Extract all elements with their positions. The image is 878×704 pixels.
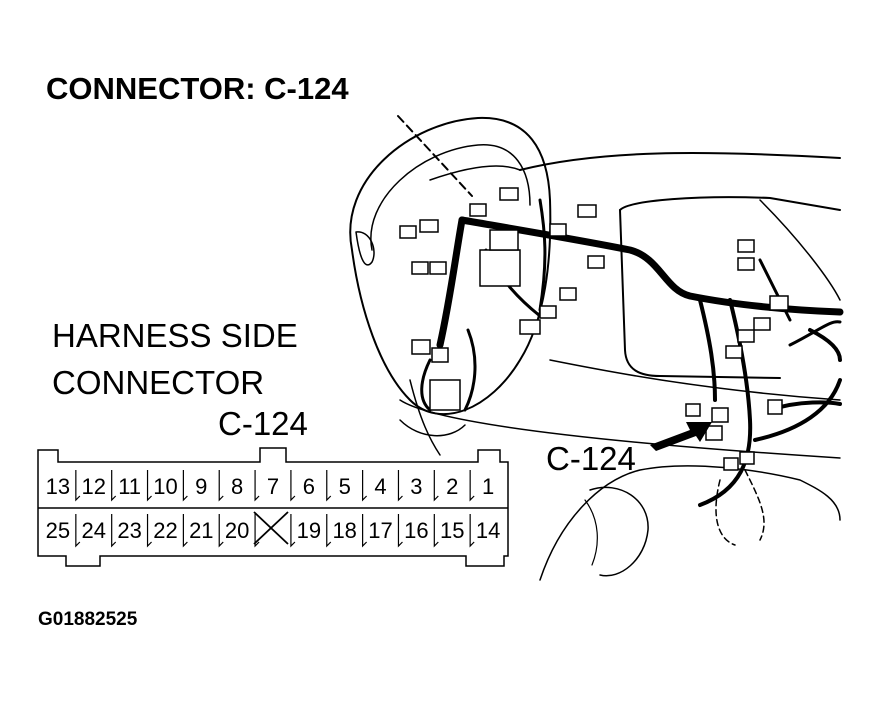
harness-side-label-line2: CONNECTOR — [52, 364, 265, 401]
cavity-divider — [397, 470, 403, 502]
pin-13-label: 13 — [46, 474, 70, 499]
pin-15-label: 15 — [440, 518, 464, 543]
cavity-divider — [397, 514, 403, 548]
harness-side-label-line1: HARNESS SIDE — [52, 317, 298, 354]
pin-16-label: 16 — [404, 518, 428, 543]
pin-2-label: 2 — [446, 474, 458, 499]
pin-7-label: 7 — [267, 474, 279, 499]
cavity-divider — [326, 470, 332, 502]
cavity-divider — [433, 514, 439, 548]
pin-17-label: 17 — [368, 518, 392, 543]
pin-18-label: 18 — [332, 518, 356, 543]
cavity-divider — [75, 514, 81, 548]
pin-11-label: 11 — [118, 474, 141, 499]
figure-id: G01882525 — [38, 609, 138, 630]
pin-14-label: 14 — [476, 518, 500, 543]
connector-id-label: C-124 — [218, 405, 308, 442]
pin-20-label: 20 — [225, 518, 249, 543]
pin-21-label: 21 — [189, 518, 213, 543]
cavity-divider — [469, 470, 475, 502]
cavity-divider — [290, 470, 296, 502]
pin-1-label: 1 — [482, 474, 494, 499]
cavity-divider — [218, 470, 224, 502]
cavity-divider — [182, 470, 188, 502]
cavity-divider — [362, 470, 368, 502]
dashboard-outline — [519, 152, 841, 171]
cavity-divider — [146, 514, 152, 548]
cavity-divider — [111, 514, 117, 548]
cavity-divider — [182, 514, 188, 548]
pin-5-label: 5 — [339, 474, 351, 499]
cavity-20-x-2 — [253, 511, 289, 545]
page-title: CONNECTOR: C-124 — [46, 71, 349, 106]
pin-25-label: 25 — [46, 518, 70, 543]
pin-23-label: 23 — [117, 518, 141, 543]
steering-wheel — [349, 116, 552, 416]
cavity-divider — [111, 470, 117, 502]
cavity-divider — [218, 514, 224, 548]
callout-arrow — [650, 422, 712, 451]
cavity-divider — [433, 470, 439, 502]
pin-4-label: 4 — [374, 474, 386, 499]
pin-19-label: 19 — [297, 518, 321, 543]
pin-9-label: 9 — [195, 474, 207, 499]
cavity-divider — [469, 514, 475, 548]
cavity-divider — [254, 514, 260, 548]
cavity-divider — [146, 470, 152, 502]
wire-harness-main — [458, 216, 844, 316]
pin-10-label: 10 — [153, 474, 177, 499]
pin-22-label: 22 — [153, 518, 177, 543]
pin-3-label: 3 — [410, 474, 422, 499]
pin-8-label: 8 — [231, 474, 243, 499]
cavity-divider — [362, 514, 368, 548]
cavity-divider — [254, 470, 260, 502]
center-console — [539, 465, 841, 581]
connector-housing — [37, 447, 509, 567]
cavity-divider — [290, 514, 296, 548]
pin-6-label: 6 — [303, 474, 315, 499]
callout-label: C-124 — [546, 440, 636, 477]
pin-24-label: 24 — [82, 518, 106, 543]
pin-12-label: 12 — [82, 474, 106, 499]
cavity-divider — [326, 514, 332, 548]
cavity-divider — [75, 470, 81, 502]
